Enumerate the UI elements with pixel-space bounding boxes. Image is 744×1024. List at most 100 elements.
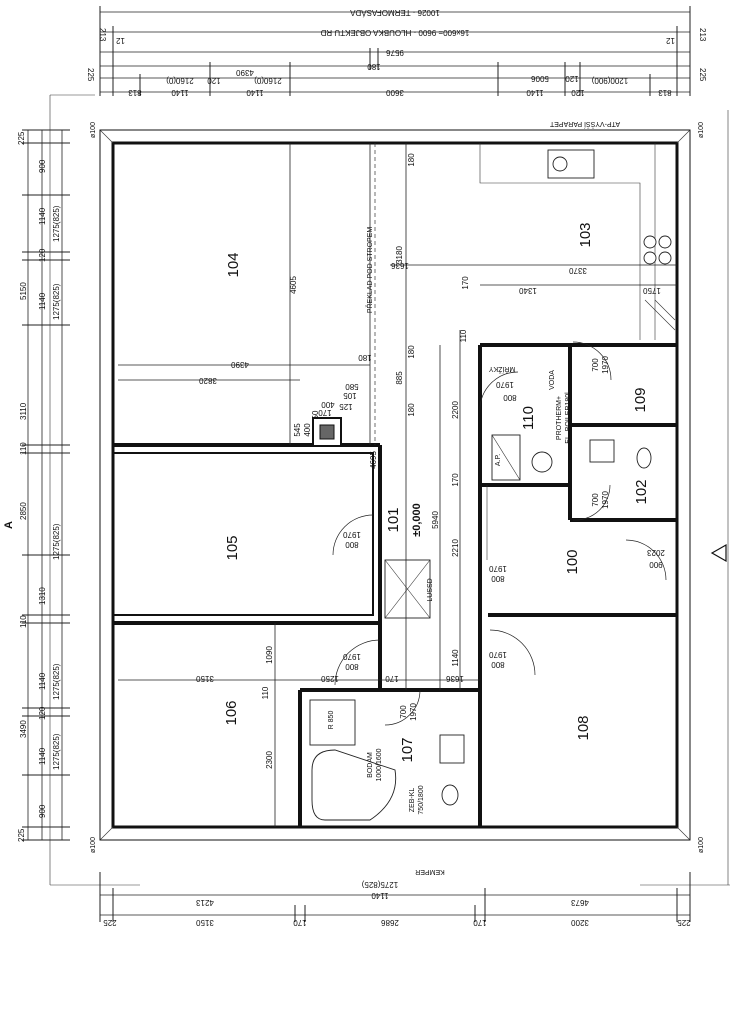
door-700-a: 700 bbox=[591, 358, 600, 372]
wall-note-br: ø100 bbox=[698, 837, 705, 853]
dim-9576: 9576 bbox=[386, 48, 404, 57]
dim-2160-a: 2160(0) bbox=[166, 76, 194, 85]
room-103: 103 bbox=[577, 222, 594, 247]
interior-walls bbox=[112, 143, 677, 827]
room-106: 106 bbox=[223, 700, 240, 725]
dim-1140-i: 1140 bbox=[451, 649, 460, 667]
door-800-b: 800 bbox=[345, 662, 359, 671]
dim-b-4673: 4673 bbox=[571, 898, 589, 907]
voda-note: VODA bbox=[549, 370, 556, 390]
protherm-note: PROTHERM+ bbox=[556, 396, 563, 440]
level-mark: ±0,000 bbox=[411, 503, 423, 537]
stove-icon bbox=[643, 235, 657, 249]
boiler-note: EL. BOILER180l bbox=[565, 392, 572, 444]
dim-180-d: 180 bbox=[358, 353, 372, 362]
shower-icon bbox=[309, 699, 356, 746]
section-arrow-icon bbox=[710, 543, 727, 563]
room-109: 109 bbox=[632, 387, 649, 412]
door-700-c: 700 bbox=[399, 705, 408, 719]
dim-125: 125 bbox=[339, 402, 353, 411]
washbasin-icon bbox=[439, 734, 465, 764]
room-labels: 104 103 105 101 110 109 102 100 106 107 … bbox=[3, 222, 727, 763]
dim-l-120-b: 120 bbox=[38, 706, 47, 720]
dim-l-110-b: 110 bbox=[19, 615, 28, 628]
dim-813-l: 813 bbox=[128, 88, 142, 97]
dim-l-2850: 2850 bbox=[19, 502, 28, 520]
dim-213-left: 213 bbox=[98, 28, 107, 42]
dim-120-c: 120 bbox=[571, 88, 585, 97]
door-1970-a: 1970 bbox=[343, 530, 361, 539]
dim-b-2686: 2686 bbox=[381, 918, 399, 927]
wall-note-bl: ø100 bbox=[90, 837, 97, 853]
room-101: 101 bbox=[385, 507, 402, 532]
dim-400-a: 400 bbox=[303, 423, 312, 437]
dim-l-1275-a: 1275(825) bbox=[52, 205, 61, 242]
dim-3180: 3180 bbox=[395, 246, 404, 264]
bodam-note: BODAM bbox=[367, 752, 374, 778]
dim-170-a: 170 bbox=[461, 276, 470, 290]
dim-12-right: 12 bbox=[666, 36, 675, 45]
dim-l-1275-c: 1275(825) bbox=[52, 523, 61, 560]
dim-580: 580 bbox=[345, 382, 359, 391]
doors bbox=[332, 341, 667, 726]
dim-l-1275-b: 1275(825) bbox=[52, 283, 61, 320]
dim-225-tl: 225 bbox=[86, 68, 95, 82]
dim-1140-c: 1140 bbox=[526, 88, 544, 97]
dim-l-3490: 3490 bbox=[19, 720, 28, 738]
dim-b-225-a: 225 bbox=[103, 918, 117, 927]
dim-b-3200: 3200 bbox=[571, 918, 589, 927]
dim-b-225-b: 225 bbox=[677, 918, 691, 927]
section-mark: A bbox=[3, 521, 15, 529]
dim-l-1275-d: 1275(825) bbox=[52, 663, 61, 700]
wall-note-tr: ø100 bbox=[698, 122, 705, 138]
dim-1636-b: 1636 bbox=[446, 674, 464, 683]
dim-400-b: 400 bbox=[321, 400, 335, 409]
door-700-b: 700 bbox=[591, 493, 600, 507]
toilet-icon bbox=[441, 784, 459, 806]
dim-2300: 2300 bbox=[265, 751, 274, 769]
dim-termofasada: 10026 - TERMOFASÁDA bbox=[350, 8, 440, 17]
dim-3370: 3370 bbox=[569, 266, 587, 275]
door-1970-e: 1970 bbox=[601, 356, 610, 374]
door-900: 900 bbox=[649, 560, 663, 569]
dim-4390-top: 4390 bbox=[236, 68, 254, 77]
dim-b-4213: 4213 bbox=[196, 898, 214, 907]
dim-813-r: 813 bbox=[658, 88, 672, 97]
door-1970-b: 1970 bbox=[343, 652, 361, 661]
dim-l-3110: 3110 bbox=[19, 402, 28, 420]
dim-l-120-a: 120 bbox=[38, 248, 47, 262]
dim-depth: 16x600= 9600 - HLOUBKA OBJEKTU RD bbox=[320, 28, 469, 37]
mrizky-note: MŘÍŽKY bbox=[488, 365, 515, 374]
dim-1090: 1090 bbox=[265, 646, 274, 664]
wall-note-tl: ø100 bbox=[90, 122, 97, 138]
dim-l-225-b: 225 bbox=[17, 828, 26, 842]
dim-50: 50 bbox=[311, 410, 320, 419]
dim-180-b: 180 bbox=[407, 345, 416, 359]
dim-180-top: 180 bbox=[367, 62, 381, 71]
dim-b-170-b: 170 bbox=[473, 918, 487, 927]
door-800-e: 800 bbox=[503, 393, 517, 402]
room-108: 108 bbox=[575, 715, 592, 740]
door-1970-f: 1970 bbox=[601, 491, 610, 509]
dim-225-tr: 225 bbox=[698, 68, 707, 82]
dim-120-b: 120 bbox=[207, 76, 221, 85]
dim-5940: 5940 bbox=[431, 511, 440, 529]
room-104: 104 bbox=[225, 252, 242, 277]
dim-l-5150: 5150 bbox=[19, 282, 28, 300]
door-1970-d: 1970 bbox=[489, 564, 507, 573]
dim-110: 110 bbox=[459, 329, 468, 342]
inner-dimensions bbox=[118, 143, 677, 827]
dim-885: 885 bbox=[395, 371, 404, 385]
door-1970-c: 1970 bbox=[489, 650, 507, 659]
dim-2200: 2200 bbox=[451, 401, 460, 419]
dim-3150-i: 3150 bbox=[196, 674, 214, 683]
boiler-icon bbox=[531, 451, 553, 473]
door-1970-g: 1970 bbox=[409, 703, 418, 721]
dim-1636: 1636 bbox=[391, 261, 409, 270]
top-dimensions: 10026 - TERMOFASÁDA 16x600= 9600 - HLOUB… bbox=[86, 6, 707, 97]
door-2023: 2023 bbox=[647, 548, 665, 557]
dim-l-225-a: 225 bbox=[17, 131, 26, 145]
dim-1970-i: 1970 bbox=[496, 380, 514, 389]
dim-120-top: 120 bbox=[565, 74, 579, 83]
dim-l-1140-b: 1140 bbox=[38, 292, 47, 310]
